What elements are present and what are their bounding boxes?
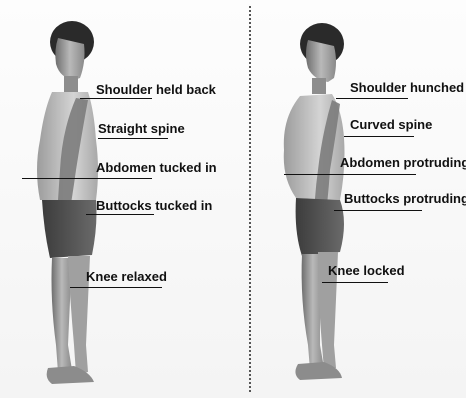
shoulder-leader-line-right xyxy=(336,98,408,99)
label-knee-relaxed: Knee relaxed xyxy=(86,269,167,284)
spine-leader-line-right xyxy=(344,136,414,137)
label-knee-locked: Knee locked xyxy=(328,263,405,278)
label-abdomen-protruding: Abdomen protruding xyxy=(340,155,466,170)
good-posture-face xyxy=(55,38,84,80)
good-posture-shorts xyxy=(42,200,97,258)
label-buttocks-protruding: Buttocks protruding xyxy=(344,191,466,206)
buttocks-leader-line xyxy=(86,214,154,215)
poor-posture-neck xyxy=(312,78,326,94)
poor-posture-figure xyxy=(284,23,345,380)
label-abdomen-tucked-in: Abdomen tucked in xyxy=(96,160,217,175)
abdomen-leader-line-right xyxy=(284,174,416,175)
good-posture-neck xyxy=(64,76,78,92)
label-straight-spine: Straight spine xyxy=(98,121,185,136)
shoulder-leader-line xyxy=(80,98,152,99)
panel-divider xyxy=(249,6,251,392)
knee-leader-line-right xyxy=(322,282,388,283)
good-posture-figure xyxy=(37,21,98,384)
good-posture-back-leg xyxy=(52,258,73,372)
buttocks-leader-line-right xyxy=(334,210,422,211)
label-shoulder-hunched: Shoulder hunched xyxy=(350,80,464,95)
knee-leader-line xyxy=(70,287,162,288)
poor-posture-face xyxy=(306,40,336,82)
label-buttocks-tucked-in: Buttocks tucked in xyxy=(96,198,212,213)
label-curved-spine: Curved spine xyxy=(350,117,432,132)
abdomen-leader-line xyxy=(22,178,152,179)
poor-posture-shorts xyxy=(296,198,344,256)
spine-leader-line xyxy=(98,138,168,139)
label-shoulder-held-back: Shoulder held back xyxy=(96,82,216,97)
